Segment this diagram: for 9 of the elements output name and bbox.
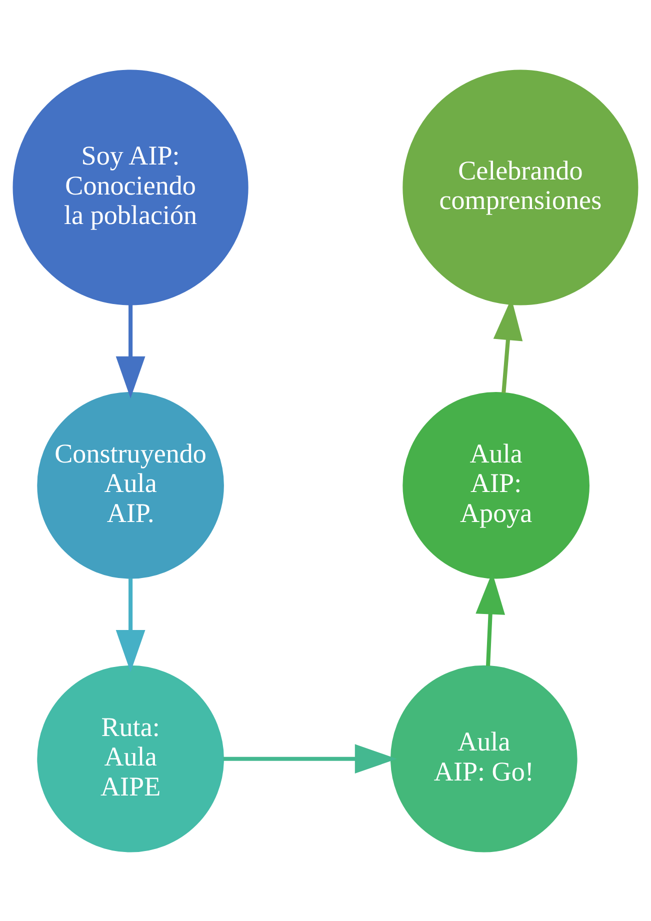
- node-circle: Aula AIP: Apoya: [402, 391, 590, 578]
- arrow: [116, 578, 146, 672]
- arrow: [116, 304, 146, 398]
- node-circle: Construyendo Aula AIP.: [37, 391, 224, 578]
- node-circle: Ruta: Aula AIPE: [37, 664, 224, 852]
- node-circle: Soy AIP: Conociendo la población: [12, 69, 248, 305]
- arrow: [223, 744, 397, 774]
- node-circle: Celebrando comprensiones: [402, 69, 638, 305]
- node-circle: Aula AIP: Go!: [390, 664, 578, 852]
